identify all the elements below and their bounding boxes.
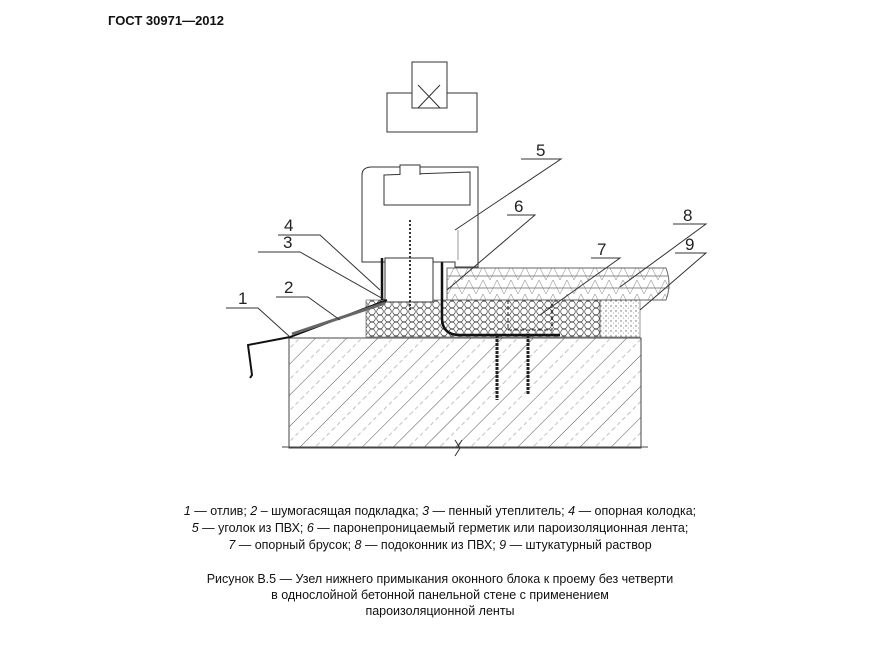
legend-line: 7 — опорный брусок; 8 — подоконник из ПВ…: [120, 537, 760, 554]
callout-9: 9: [685, 235, 694, 254]
legend-text: — подоконник из ПВХ;: [361, 538, 500, 552]
callout-7: 7: [597, 240, 606, 259]
callout-2: 2: [284, 278, 293, 297]
legend-num: 8: [354, 538, 362, 552]
legend-text: — пенный утеплитель;: [429, 504, 569, 518]
concrete-wall: [282, 337, 648, 457]
caption-line: в однослойной бетонной панельной стене с…: [271, 588, 609, 602]
foam-insulation: [365, 299, 601, 338]
legend-line: 5 — уголок из ПВХ; 6 — паронепроницаемый…: [120, 520, 760, 537]
vapor-tape: [440, 258, 560, 337]
legend-num: 4: [568, 504, 576, 518]
document-header: ГОСТ 30971—2012: [108, 13, 224, 28]
window-frame: [361, 61, 479, 268]
callout-4: 4: [284, 216, 293, 235]
legend-text: – шумогасящая подкладка;: [257, 504, 423, 518]
callout-1: 1: [238, 289, 247, 308]
legend-num: 7: [228, 538, 236, 552]
legend-text: — уголок из ПВХ;: [198, 521, 307, 535]
legend-text: — штукатурный раствор: [506, 538, 652, 552]
caption-line: Рисунок В.5 — Узел нижнего примыкания ок…: [206, 572, 674, 586]
caption-line: пароизоляционной ленты: [365, 604, 515, 618]
callout-3: 3: [283, 233, 292, 252]
legend-text: — опорный брусок;: [235, 538, 355, 552]
window-sill: [446, 267, 670, 301]
callout-8: 8: [683, 206, 692, 225]
legend-text: — опорная колодка;: [575, 504, 697, 518]
legend-line: 1 — отлив; 2 – шумогасящая подкладка; 3 …: [120, 503, 760, 520]
legend-num: 6: [306, 521, 314, 535]
legend-num: 3: [422, 504, 430, 518]
legend-num: 5: [191, 521, 199, 535]
legend-num: 2: [250, 504, 258, 518]
legend-num: 1: [183, 504, 191, 518]
legend-text: — паронепроницаемый герметик или пароизо…: [313, 521, 689, 535]
callout-labels: 1 2 3 4 5 6 7 8 9: [238, 141, 694, 308]
legend-num: 9: [499, 538, 507, 552]
figure-caption: Рисунок В.5 — Узел нижнего примыкания ок…: [120, 571, 760, 619]
callout-leaders: [226, 158, 708, 338]
callout-6: 6: [514, 197, 523, 216]
plaster-layer: [599, 299, 641, 338]
callout-5: 5: [536, 141, 545, 160]
legend-text: — отлив;: [190, 504, 251, 518]
figure-legend: 1 — отлив; 2 – шумогасящая подкладка; 3 …: [120, 503, 760, 554]
